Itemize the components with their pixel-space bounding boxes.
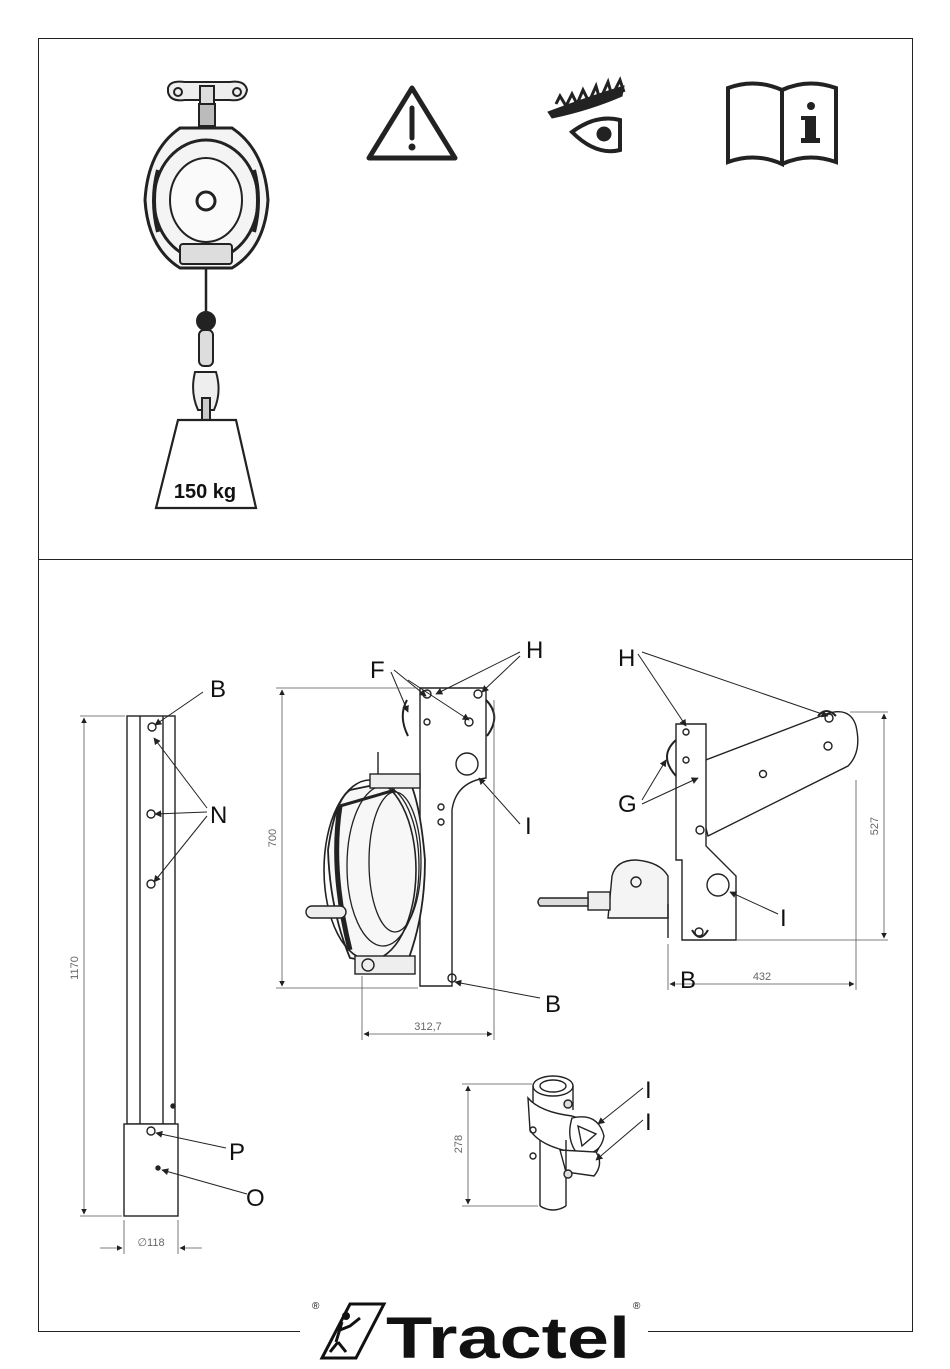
post-label-o: O — [246, 1185, 265, 1212]
clamp-label-i-upper: I — [645, 1077, 652, 1104]
post-drawing — [124, 716, 178, 1216]
post-dim-height: 1170 — [69, 956, 81, 980]
bracket-side-dim-height: 700 — [267, 829, 279, 847]
post-dim-diameter: ∅118 — [137, 1237, 164, 1249]
bracket-arm-dim-width: 432 — [753, 971, 771, 983]
clamp-dim-height: 278 — [453, 1135, 465, 1153]
read-manual-icon — [728, 83, 836, 164]
inspect-eye-icon — [548, 80, 624, 151]
bracket-side-label-i: I — [525, 813, 532, 840]
bracket-arm-dim-height: 527 — [869, 817, 881, 835]
bracket-side-label-b: B — [545, 991, 561, 1018]
warning-triangle-icon — [369, 88, 455, 158]
tractel-logo: ® ® Tractel — [300, 1301, 648, 1369]
bracket-arm-label-g: G — [618, 791, 637, 818]
bracket-side-label-h: H — [526, 637, 543, 664]
clamp-drawing — [528, 1076, 604, 1210]
post-label-b: B — [210, 676, 226, 703]
bracket-side-drawing — [306, 688, 494, 986]
clamp-label-i-lower: I — [645, 1109, 652, 1136]
fall-arrester-device-icon — [145, 82, 268, 508]
bracket-side-label-f: F — [370, 657, 385, 684]
bracket-arm-label-b: B — [680, 967, 696, 994]
bracket-arm-label-h: H — [618, 645, 635, 672]
registered-mark-right: ® — [633, 1301, 641, 1312]
post-label-p: P — [229, 1139, 245, 1166]
bracket-arm-drawing — [538, 711, 858, 940]
bracket-arm-label-i: I — [780, 905, 787, 932]
bracket-side-dim-width: 312,7 — [414, 1021, 442, 1033]
brand-name: Tractel — [386, 1306, 630, 1369]
registered-mark-left: ® — [312, 1301, 320, 1312]
post-label-n: N — [210, 802, 227, 829]
weight-label: 150 kg — [174, 481, 236, 503]
